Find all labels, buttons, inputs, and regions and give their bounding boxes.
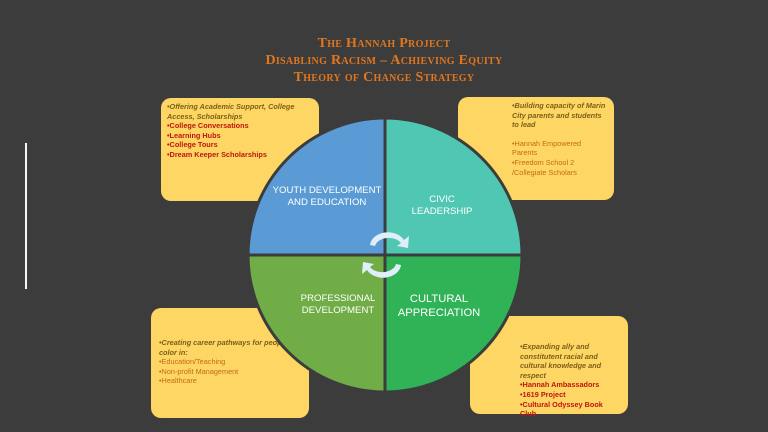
title-line-3: Theory of Change Strategy (293, 70, 475, 85)
civic-quadrant (383, 116, 524, 257)
cultural-item-2: •1619 Project (520, 389, 566, 399)
youth-intro: •Offering Academic Support, College Acce… (167, 102, 295, 121)
cultural-quadrant (383, 253, 524, 394)
cultural-item-1: •Hannah Ambassadors (520, 380, 600, 390)
cultural-intro: •Expanding ally and constitutent racial … (520, 342, 602, 380)
professional-item-1: •Education/Teaching (159, 357, 226, 367)
youth-callout-box: •Offering Academic Support, College Acce… (161, 98, 319, 201)
professional-intro: •Creating career pathways for people of … (159, 338, 297, 357)
circular-arrows-icon (362, 232, 409, 278)
youth-quadrant (246, 116, 387, 257)
professional-quadrant-label: PROFESSIONAL DEVELOPMENT (300, 293, 376, 316)
youth-item-4: •Dream Keeper Scholarships (167, 149, 267, 159)
cultural-quadrant-label: CULTURAL APPRECIATION (397, 293, 481, 319)
youth-item-1: •College Conversations (167, 121, 249, 131)
civic-intro: •Building capacity of Marin City parents… (512, 101, 606, 130)
civic-item-1: •Hannah Empowered Parents (512, 138, 582, 158)
vertical-divider (25, 143, 27, 289)
title-line-2: Disabling Racism – Achieving Equity (265, 53, 503, 68)
professional-item-2: •Non-profit Management (159, 366, 239, 376)
civic-item-2: •Freedom School 2 /Collegiate Scholars (512, 157, 577, 177)
professional-quadrant (246, 253, 387, 394)
professional-item-3: •Healthcare (159, 376, 197, 386)
youth-quadrant-label: YOUTH DEVELOPMENT AND EDUCATION (272, 185, 382, 208)
civic-quadrant-label: CIVIC LEADERSHIP (411, 194, 473, 217)
youth-item-3: •College Tours (167, 140, 218, 150)
youth-item-2: •Learning Hubs (167, 130, 221, 140)
cultural-item-3: •Cultural Odyssey Book Club (520, 399, 603, 419)
title-line-1: The Hannah Project (317, 36, 451, 51)
